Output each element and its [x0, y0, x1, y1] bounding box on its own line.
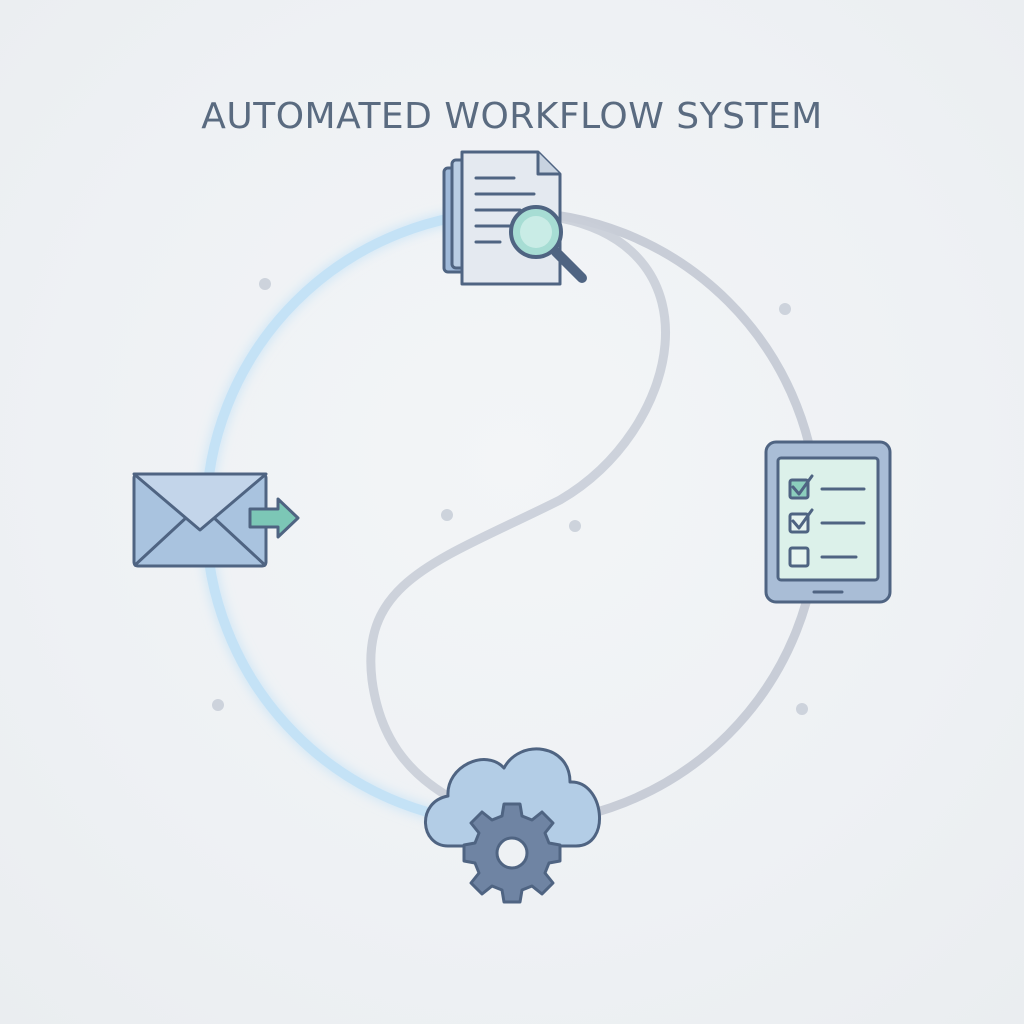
diagram-title: AUTOMATED WORKFLOW SYSTEM — [201, 96, 823, 137]
email-send-icon — [132, 472, 300, 568]
gear-icon — [462, 802, 562, 904]
tablet-checklist-icon — [764, 440, 892, 604]
checklist-item-1-checkbox — [788, 474, 866, 500]
checklist-item-3-checkbox — [788, 546, 858, 568]
checklist-item-2-checkbox — [788, 508, 866, 534]
document-search-icon — [442, 150, 587, 286]
dot — [259, 278, 271, 290]
cloud-gear-icon — [424, 747, 601, 904]
s-curve-connector — [366, 213, 670, 813]
dot — [569, 520, 581, 532]
dot — [779, 303, 791, 315]
dot — [441, 509, 453, 521]
dot — [796, 703, 808, 715]
dot — [212, 699, 224, 711]
decorative-dots — [212, 278, 808, 715]
